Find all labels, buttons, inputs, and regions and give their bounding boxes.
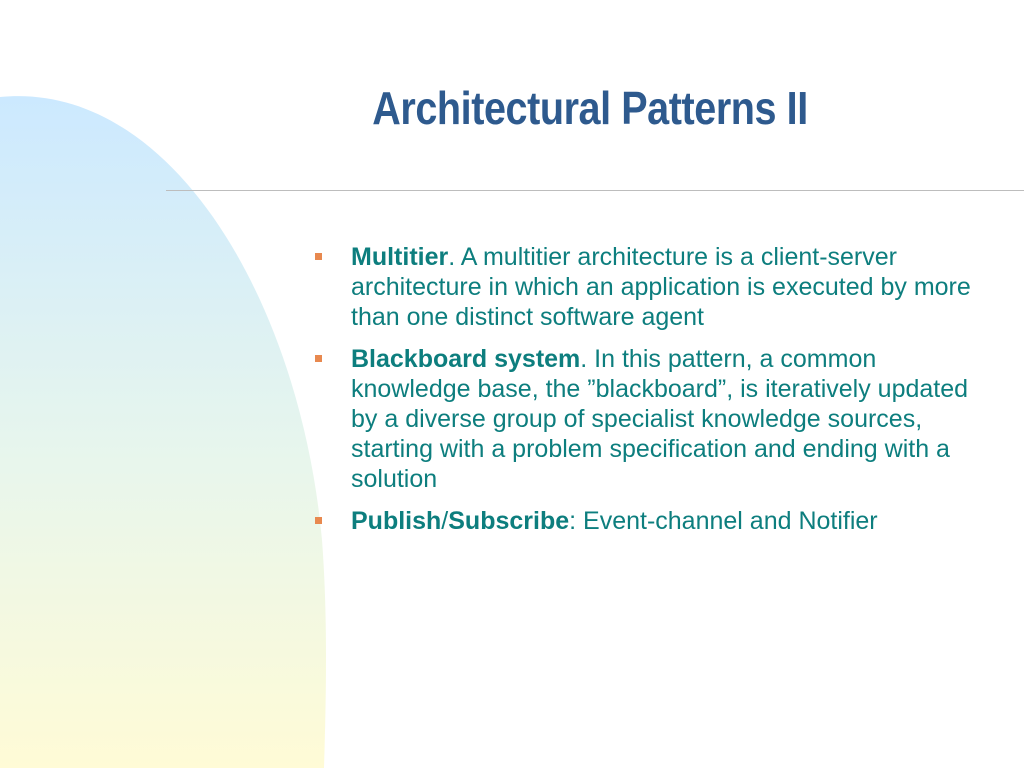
bullet-term: Multitier [351,243,449,271]
bullet-term: Blackboard system [351,345,581,373]
bullet-body: : Event-channel and Notifier [569,507,878,535]
bullet-term-publish: Publish [351,507,442,535]
bullet-item-multitier: Multitier. A multitier architecture is a… [313,242,993,332]
bullet-text: Multitier. A multitier architecture is a… [351,243,971,331]
bullet-body: . In this pattern, a common knowledge ba… [351,345,969,493]
bullet-item-publish-subscribe: Publish/Subscribe: Event-channel and Not… [313,506,993,536]
bullet-term-subscribe: Subscribe [448,507,570,535]
bullet-body: . A multitier architecture is a client-s… [351,243,971,331]
square-bullet-icon [315,253,322,260]
square-bullet-icon [315,355,322,362]
bullet-text: Publish/Subscribe: Event-channel and Not… [351,507,878,535]
title-divider [166,190,1024,191]
bullet-item-blackboard: Blackboard system. In this pattern, a co… [313,344,993,494]
slide-title: Architectural Patterns II [372,82,808,134]
square-bullet-icon [315,517,322,524]
bullet-text: Blackboard system. In this pattern, a co… [351,345,968,493]
bullet-term-separator: / [441,507,449,535]
bullet-list: Multitier. A multitier architecture is a… [313,242,993,548]
